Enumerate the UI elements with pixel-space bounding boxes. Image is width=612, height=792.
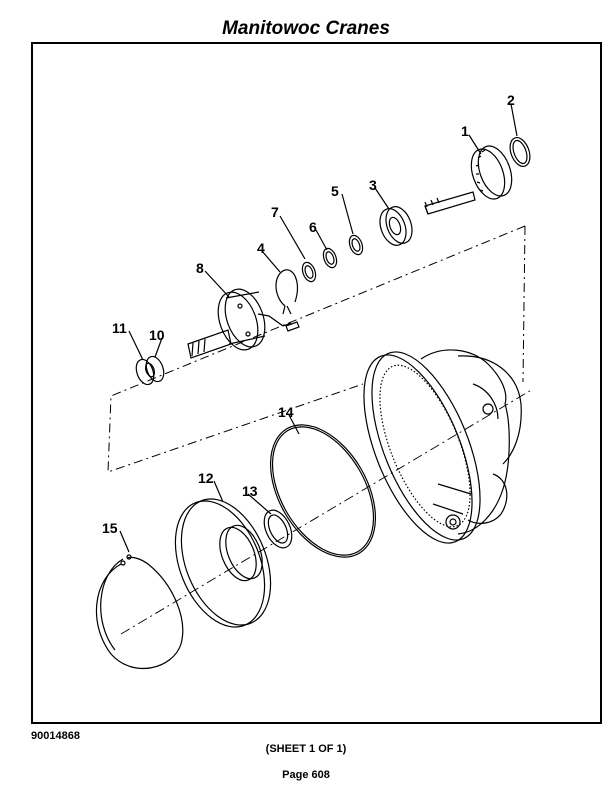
part-8-flanged-shaft bbox=[187, 288, 292, 359]
exploded-parts-diagram: 1 2 3 4 5 6 7 8 10 11 12 13 14 15 bbox=[95, 92, 534, 669]
part-3-bearing bbox=[379, 206, 413, 246]
part-6-washer bbox=[322, 247, 338, 269]
part-14-o-ring bbox=[269, 424, 377, 558]
callout-1: 1 bbox=[461, 123, 469, 139]
callout-2: 2 bbox=[507, 92, 515, 108]
part-15-snap-ring bbox=[95, 554, 184, 669]
callout-11: 11 bbox=[112, 320, 127, 336]
sheet-label: (SHEET 1 OF 1) bbox=[265, 743, 347, 755]
callout-4: 4 bbox=[257, 240, 265, 256]
part-2-ring bbox=[509, 136, 531, 168]
parts-diagram-frame: 1 2 3 4 5 6 7 8 10 11 12 13 14 15 bbox=[31, 42, 602, 724]
assembly-dashed-outline bbox=[107, 225, 526, 473]
callout-14: 14 bbox=[278, 404, 294, 420]
callout-10: 10 bbox=[149, 327, 165, 343]
part-7-washer bbox=[301, 261, 317, 283]
callout-15: 15 bbox=[102, 520, 118, 536]
part-5-washer bbox=[348, 234, 364, 256]
page-number: Page 608 bbox=[282, 769, 330, 781]
part-12-piston bbox=[174, 498, 272, 628]
drawing-number: 90014868 bbox=[31, 730, 80, 742]
callout-6: 6 bbox=[309, 219, 317, 235]
callout-5: 5 bbox=[331, 183, 339, 199]
part-13-ring bbox=[263, 509, 293, 549]
part-4-snap-ring bbox=[275, 269, 298, 307]
callout-8: 8 bbox=[196, 260, 204, 276]
callout-12: 12 bbox=[198, 470, 214, 486]
part-10-11-seal bbox=[135, 355, 165, 386]
callout-7: 7 bbox=[271, 204, 279, 220]
callout-13: 13 bbox=[242, 483, 258, 499]
part-1-input-shaft bbox=[424, 145, 513, 215]
page-title: Manitowoc Cranes bbox=[222, 18, 390, 39]
part-housing bbox=[363, 349, 522, 544]
callout-3: 3 bbox=[369, 177, 377, 193]
